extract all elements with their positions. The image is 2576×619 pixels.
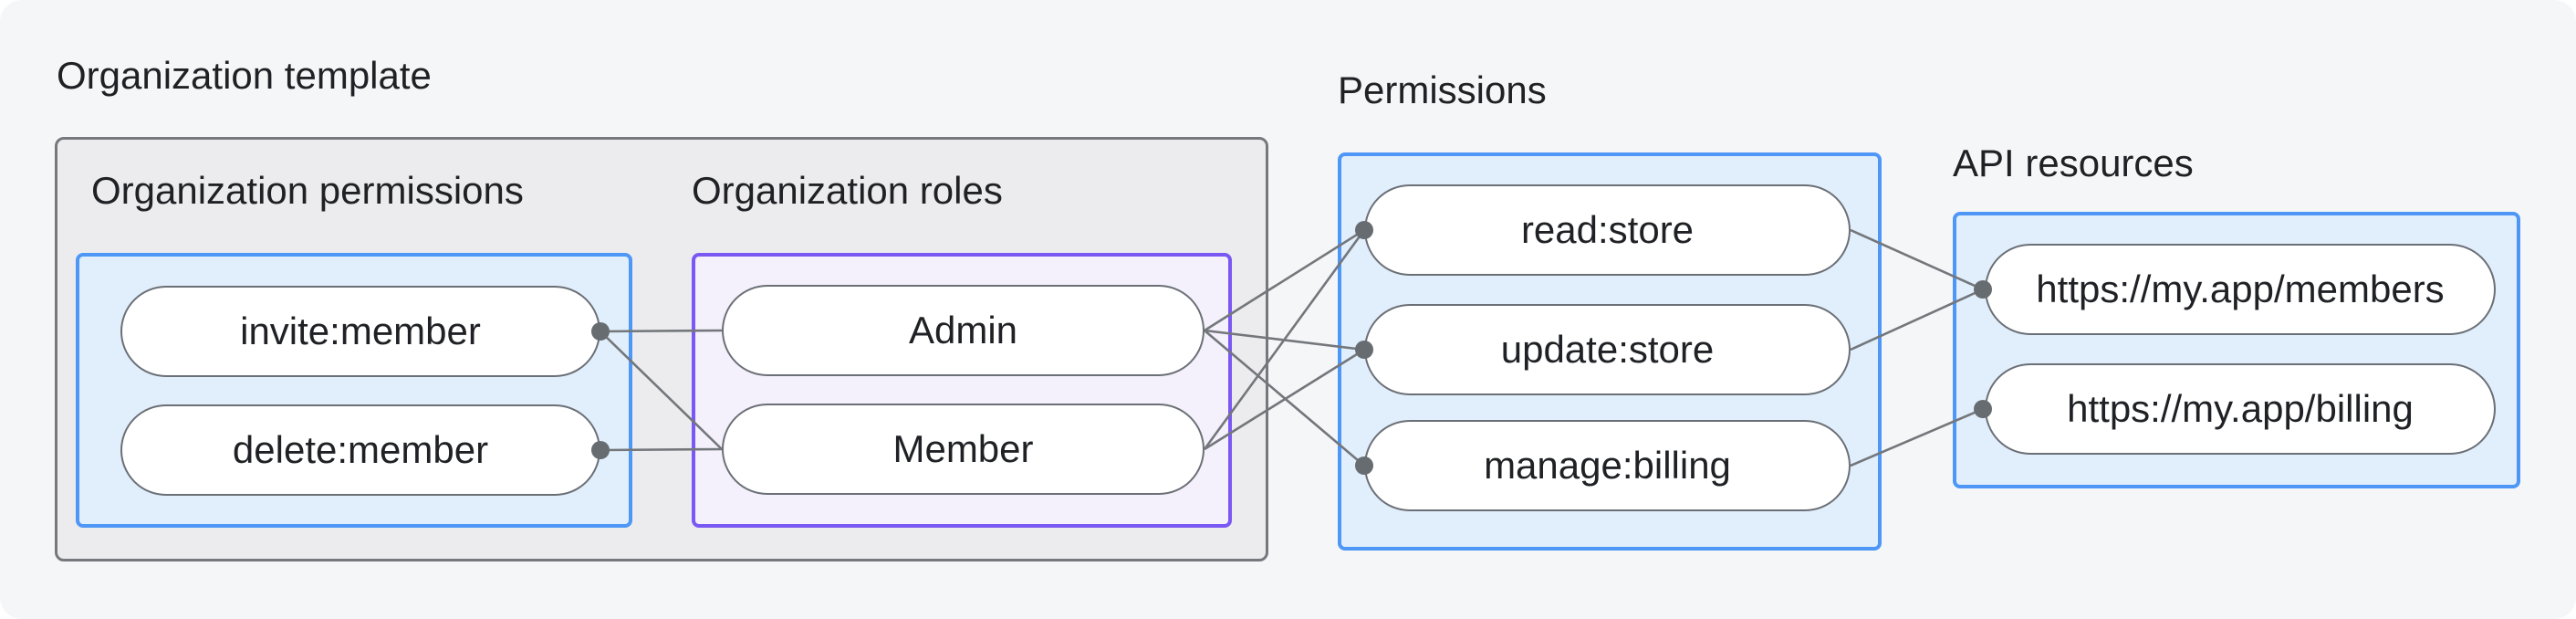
- node-admin-role: Admin: [722, 285, 1205, 376]
- organization-roles-label: Organization roles: [692, 169, 1003, 212]
- node-billing-api-resource: https://my.app/billing: [1985, 363, 2496, 455]
- node-manage-billing: manage:billing: [1364, 420, 1851, 511]
- organization-permissions-label: Organization permissions: [91, 169, 524, 212]
- organization-template-title: Organization template: [57, 54, 432, 97]
- node-member-role: Member: [722, 404, 1205, 495]
- node-members-api-resource: https://my.app/members: [1985, 244, 2496, 335]
- api-resources-label: API resources: [1953, 142, 2194, 184]
- permissions-label: Permissions: [1338, 68, 1547, 111]
- node-delete-member: delete:member: [120, 404, 600, 496]
- node-update-store: update:store: [1364, 304, 1851, 395]
- node-invite-member: invite:member: [120, 286, 600, 377]
- node-read-store: read:store: [1364, 184, 1851, 276]
